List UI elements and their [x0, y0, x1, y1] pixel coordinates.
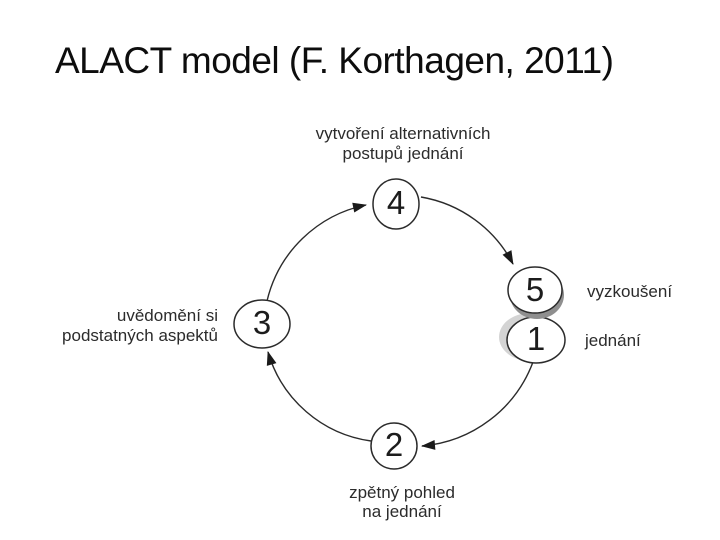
- node-number-2: 2: [384, 426, 404, 464]
- node-label-5: vyzkoušení: [587, 282, 673, 301]
- node-circle-5: [507, 266, 563, 314]
- page-title: ALACT model (F. Korthagen, 2011): [55, 40, 614, 81]
- arrow-1-to-2: [421, 361, 534, 450]
- node-label-4: vytvoření alternativních postupů jednání: [315, 124, 491, 163]
- arrow-3-to-4: [266, 202, 367, 302]
- node-circle-2: [370, 422, 418, 470]
- node-circle-3: [233, 299, 291, 349]
- node-label-2: zpětný pohled na jednání: [349, 483, 455, 521]
- node-label-1: jednání: [585, 331, 641, 350]
- node-number-3: 3: [252, 304, 272, 342]
- node-number-4: 4: [386, 184, 406, 222]
- node-label-3: uvědomění si podstatných aspektů: [62, 306, 218, 345]
- node-number-1: 1: [526, 320, 546, 358]
- arrow-2-to-3: [266, 351, 372, 442]
- node-number-5: 5: [525, 271, 545, 309]
- arrow-4-to-5: [420, 196, 514, 265]
- node-circle-4: [372, 178, 420, 230]
